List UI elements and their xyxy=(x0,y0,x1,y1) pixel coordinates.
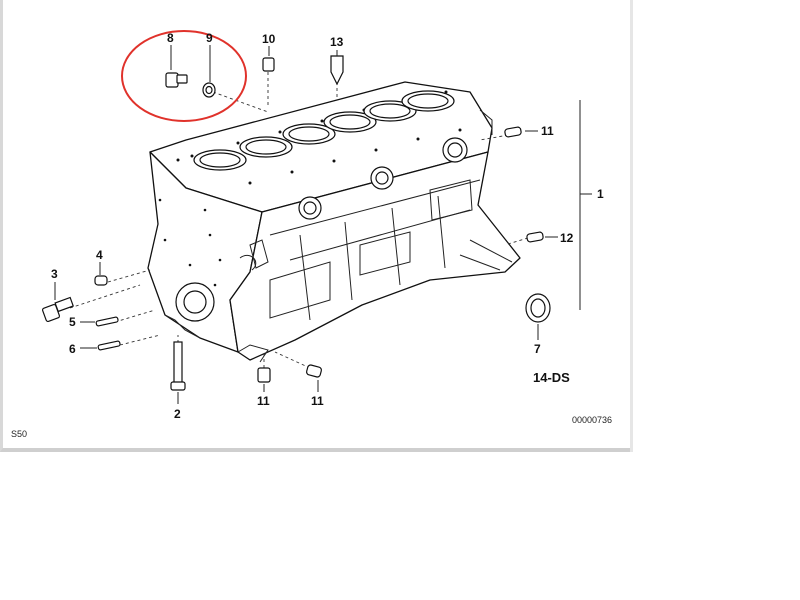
part-2-bolt xyxy=(170,341,186,391)
callout-7: 7 xyxy=(534,342,541,356)
model-label: S50 xyxy=(11,429,27,439)
part-12-sleeve xyxy=(526,231,544,243)
part-7-seal xyxy=(525,293,551,323)
part-6-pin xyxy=(97,340,121,351)
highlight-circle xyxy=(121,30,247,122)
callout-leaders xyxy=(54,45,592,404)
callout-11-bottom-right: 11 xyxy=(311,394,324,408)
part-13-plug xyxy=(330,55,344,86)
part-5-pin xyxy=(95,316,119,327)
frame-edge xyxy=(630,0,633,452)
leader-lines xyxy=(69,72,529,369)
part-8-screw xyxy=(165,72,188,88)
callout-1: 1 xyxy=(597,187,604,201)
engine-block-diagram: 1 2 3 4 5 6 7 8 9 10 11 11 11 12 13 14-D… xyxy=(11,30,612,439)
callout-4: 4 xyxy=(96,248,103,262)
drawing-number: 00000736 xyxy=(572,415,612,425)
callout-2: 2 xyxy=(174,407,181,421)
callout-10: 10 xyxy=(262,32,276,46)
engine-block xyxy=(147,81,521,363)
callout-8: 8 xyxy=(167,31,174,45)
part-10-sleeve xyxy=(262,57,275,72)
callout-5: 5 xyxy=(69,315,76,329)
callout-13: 13 xyxy=(330,35,344,49)
callout-12: 12 xyxy=(560,231,574,245)
part-3-sensor xyxy=(41,296,74,323)
part-11-sleeve-bottom-left xyxy=(257,367,271,383)
part-9-washer xyxy=(202,82,216,98)
callout-9: 9 xyxy=(206,31,213,45)
callout-3: 3 xyxy=(51,267,58,281)
part-4-dowel xyxy=(94,275,108,286)
part-11-sleeve-bottom-right xyxy=(306,364,322,378)
callout-11-top: 11 xyxy=(541,124,554,138)
callout-11-bottom-left: 11 xyxy=(257,394,270,408)
part-11-sleeve-top xyxy=(504,126,522,138)
callout-6: 6 xyxy=(69,342,76,356)
diagram-code: 14-DS xyxy=(533,370,570,385)
